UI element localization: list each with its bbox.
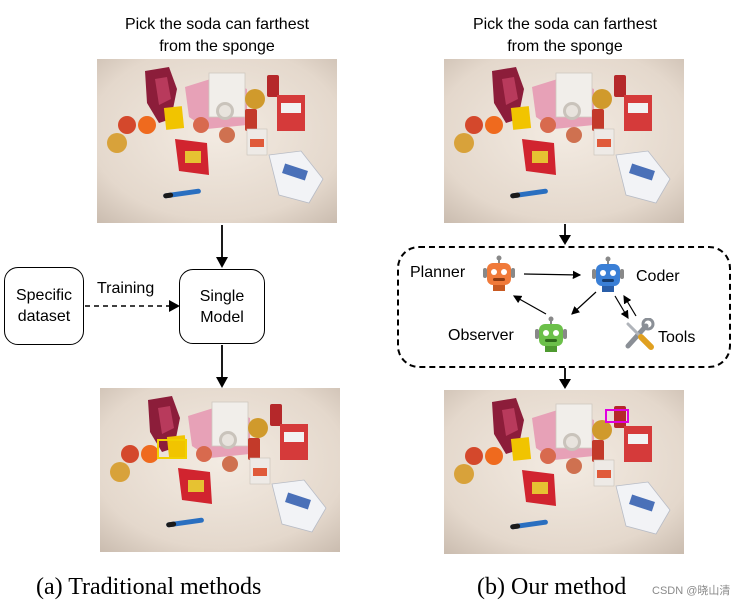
training-label: Training xyxy=(97,280,155,297)
tools-wrench-screwdriver-icon xyxy=(625,318,655,350)
watermark: CSDN @晓山清 xyxy=(652,585,731,597)
planner-robot-icon xyxy=(483,255,515,291)
left-prompt: Pick the soda can farthest from the spon… xyxy=(124,16,310,55)
left-caption: (a) Traditional methods xyxy=(36,574,262,600)
left-wrong-selection-box xyxy=(157,439,187,459)
right-arrow-to-agents xyxy=(559,224,571,245)
planner-label: Planner xyxy=(410,264,466,281)
right-arrow-to-result xyxy=(559,368,571,389)
observer-label: Observer xyxy=(448,327,514,344)
left-arrow-to-model xyxy=(216,225,228,268)
agent-flow-arrows xyxy=(512,270,637,320)
left-result-scene-image xyxy=(100,388,340,552)
coder-label: Coder xyxy=(636,268,680,285)
left-arrow-to-result xyxy=(216,345,228,388)
right-prompt: Pick the soda can farthest from the spon… xyxy=(472,16,658,55)
single-model-box: Single Model xyxy=(179,269,265,344)
right-correct-selection-box xyxy=(605,409,629,423)
left-top-scene-image xyxy=(97,59,337,223)
right-top-scene-image xyxy=(444,59,684,223)
training-dashed-arrow xyxy=(85,300,180,312)
tools-label: Tools xyxy=(658,329,696,346)
specific-dataset-box: Specific dataset xyxy=(4,267,84,345)
observer-robot-icon xyxy=(535,316,567,352)
coder-robot-icon xyxy=(592,256,624,292)
right-result-scene-image xyxy=(444,390,684,554)
right-caption: (b) Our method xyxy=(477,574,627,600)
agent-framework-container xyxy=(397,246,731,368)
